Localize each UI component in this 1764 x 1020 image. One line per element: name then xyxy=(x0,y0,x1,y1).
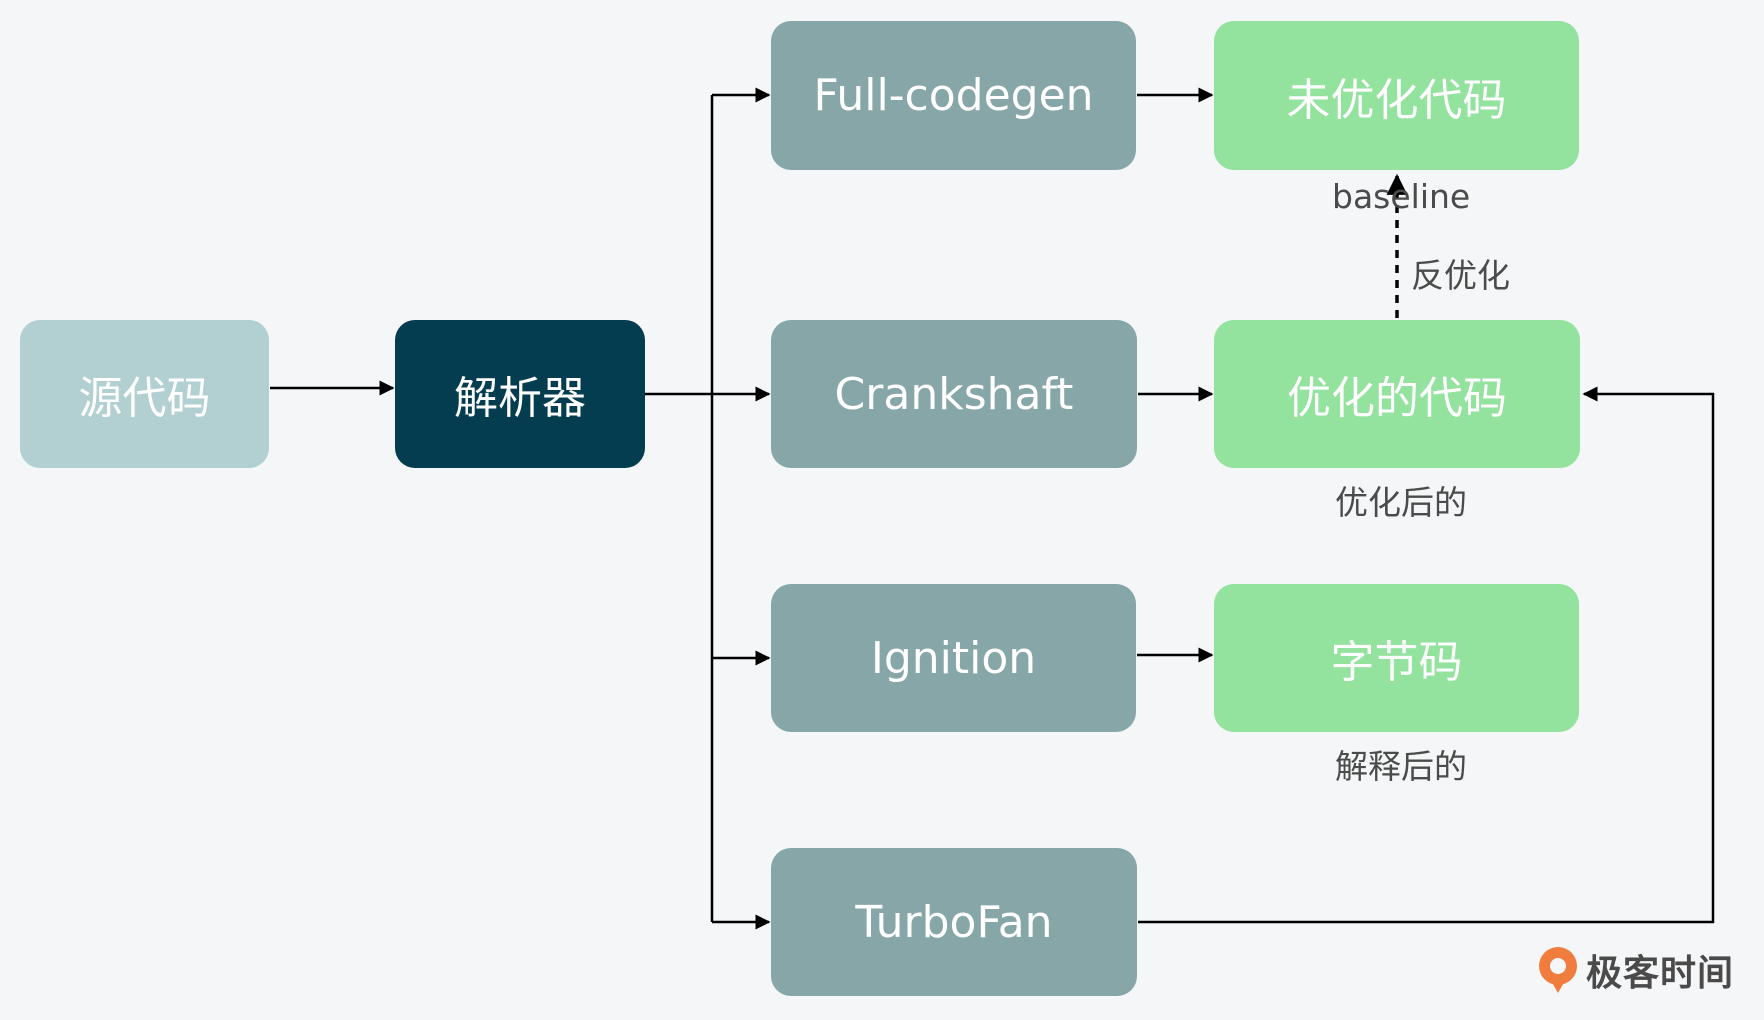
source-code-node: 源代码 xyxy=(20,320,269,468)
brand-name: 极客时间 xyxy=(1586,953,1735,994)
after-optimization-label: 优化后的 xyxy=(1335,483,1467,522)
deopt-label: 反优化 xyxy=(1411,256,1510,295)
unoptimized-code-node: 未优化代码 xyxy=(1214,21,1579,170)
baseline-label: baseline xyxy=(1332,177,1471,216)
after-interpretation-label: 解释后的 xyxy=(1335,747,1467,786)
brand-logo: 极客时间 xyxy=(1536,944,1734,996)
geektime-logo-icon xyxy=(1539,947,1577,993)
arrow-turbofan-to-optimized xyxy=(1138,386,1715,924)
full-codegen-node: Full-codegen xyxy=(771,21,1136,170)
ignition-node: Ignition xyxy=(771,584,1136,732)
turbofan-node: TurboFan xyxy=(771,848,1137,996)
parser-node: 解析器 xyxy=(395,320,645,468)
crankshaft-node: Crankshaft xyxy=(771,320,1137,468)
bytecode-node: 字节码 xyxy=(1214,584,1579,732)
optimized-code-node: 优化的代码 xyxy=(1214,320,1580,468)
